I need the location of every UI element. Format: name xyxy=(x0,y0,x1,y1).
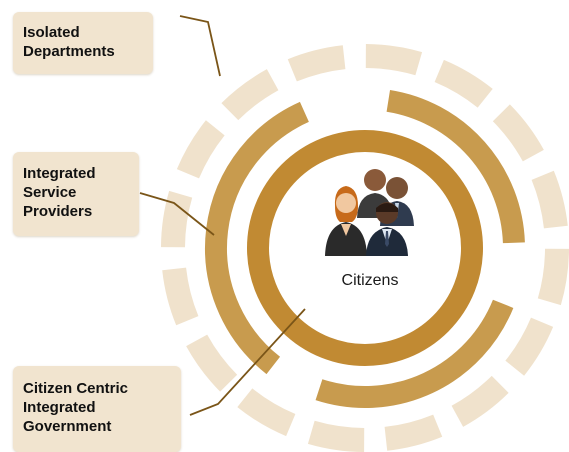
connector-integrated xyxy=(139,192,215,236)
outer-ring-segment xyxy=(531,170,568,229)
outer-ring-segment xyxy=(307,420,365,452)
label-line: Integrated xyxy=(23,399,96,416)
middle-ring-segment xyxy=(205,101,309,375)
label-line: Providers xyxy=(23,203,93,220)
outer-ring-segment xyxy=(537,248,569,306)
connector-isolated xyxy=(179,15,221,77)
outer-ring-segment xyxy=(492,104,544,162)
center-label: Citizens xyxy=(341,272,399,289)
outer-ring-segment xyxy=(384,414,443,451)
label-line: Service xyxy=(23,184,77,201)
people-group-icon xyxy=(325,169,414,256)
connector-centric xyxy=(189,308,306,416)
label-line: Integrated xyxy=(23,165,96,182)
label-isolated-departments: Isolated Departments xyxy=(13,12,153,74)
outer-ring-segment xyxy=(176,120,225,179)
inner-ring-citizen-centric xyxy=(247,130,483,366)
label-line: Government xyxy=(23,418,112,435)
outer-ring-segment xyxy=(451,375,509,427)
middle-ring-segment xyxy=(386,89,525,244)
label-integrated-service-providers: Integrated Service Providers xyxy=(13,152,139,236)
outer-ring-segment xyxy=(237,388,296,437)
outer-ring-segment xyxy=(186,334,238,392)
label-line: Isolated xyxy=(23,24,80,41)
label-citizen-centric-government: Citizen Centric Integrated Government xyxy=(13,366,181,452)
label-line: Departments xyxy=(23,43,115,60)
outer-ring-segment xyxy=(505,317,554,376)
outer-ring-segment xyxy=(434,59,493,108)
outer-ring-isolated xyxy=(161,44,569,452)
outer-ring-segment xyxy=(365,44,423,76)
outer-ring-segment xyxy=(221,69,279,121)
outer-ring-segment xyxy=(161,190,193,248)
middle-ring-integrated xyxy=(205,89,525,408)
outer-ring-segment xyxy=(287,45,346,82)
label-line: Citizen Centric xyxy=(23,380,129,397)
middle-ring-segment xyxy=(315,299,514,408)
outer-ring-segment xyxy=(162,267,199,326)
